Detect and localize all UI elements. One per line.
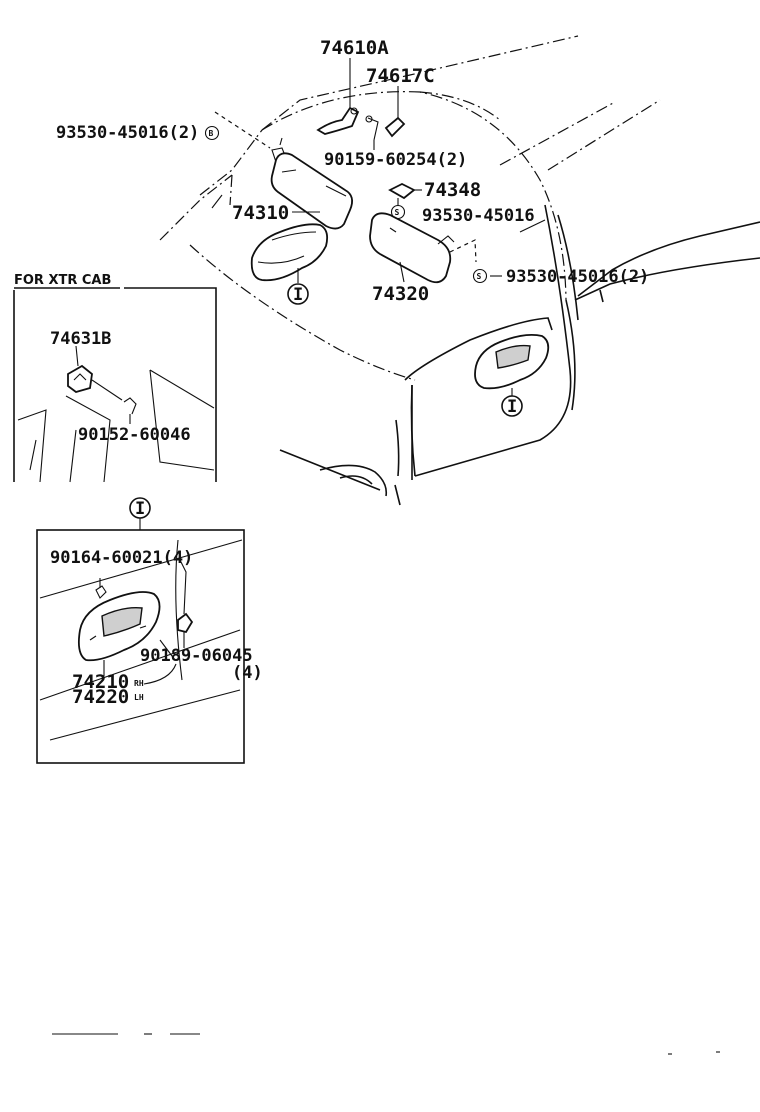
- ref-marker-left-grip-text: I: [293, 285, 303, 305]
- part-74348-holder: [388, 182, 422, 200]
- label-74320: 74320: [372, 283, 429, 305]
- detail-i-header: I: [129, 497, 151, 530]
- assist-grip-left: [250, 223, 329, 283]
- label-90152: 90152-60046: [78, 425, 191, 445]
- detail-i-marker-text: I: [135, 499, 145, 519]
- label-74210-side: RH: [134, 679, 144, 688]
- label-90189-qty: (4): [232, 663, 263, 683]
- xtr-cab-inset: [13, 287, 217, 483]
- part-74310-sun-visor: [270, 152, 354, 230]
- label-74220: 74220: [72, 686, 129, 708]
- assist-grip-door: [474, 333, 550, 396]
- label-74631B: 74631B: [50, 329, 111, 349]
- part-90159-screw: [365, 115, 379, 141]
- label-74348: 74348: [424, 179, 481, 201]
- label-90164: 90164-60021(4): [50, 548, 193, 568]
- marker-b-left: B: [204, 125, 220, 141]
- label-90159: 90159-60254(2): [324, 150, 467, 170]
- part-74320-sun-visor: [369, 212, 477, 284]
- ref-marker-left-grip: I: [287, 283, 309, 305]
- label-74310: 74310: [232, 202, 289, 224]
- footer-marks: [52, 1033, 720, 1055]
- detail-i-inset: [36, 529, 245, 764]
- label-90189: 90189-06045: [140, 646, 253, 666]
- ref-marker-door-grip: I: [501, 395, 523, 417]
- cab-body-outline: [159, 35, 760, 506]
- label-93530-right: 93530-45016(2): [506, 267, 649, 287]
- marker-s-right: S: [472, 268, 488, 284]
- leader-lines: [292, 58, 546, 277]
- part-74610A-bracket: [316, 106, 360, 135]
- label-74610A: 74610A: [320, 37, 389, 59]
- label-74220-side: LH: [134, 693, 144, 702]
- marker-s-mid-text: S: [395, 208, 400, 217]
- marker-b-left-text: B: [209, 129, 214, 138]
- marker-s-mid: S: [390, 204, 406, 220]
- xtr-cab-caption: FOR XTR CAB: [14, 273, 111, 288]
- label-74210: 74210: [72, 671, 129, 693]
- label-74617C: 74617C: [366, 65, 435, 87]
- part-74617C-clip: [384, 116, 406, 138]
- marker-s-right-text: S: [477, 272, 482, 281]
- label-93530-mid: 93530-45016: [422, 206, 535, 226]
- label-93530-left: 93530-45016(2): [56, 123, 199, 143]
- ref-marker-door-grip-text: I: [507, 397, 517, 417]
